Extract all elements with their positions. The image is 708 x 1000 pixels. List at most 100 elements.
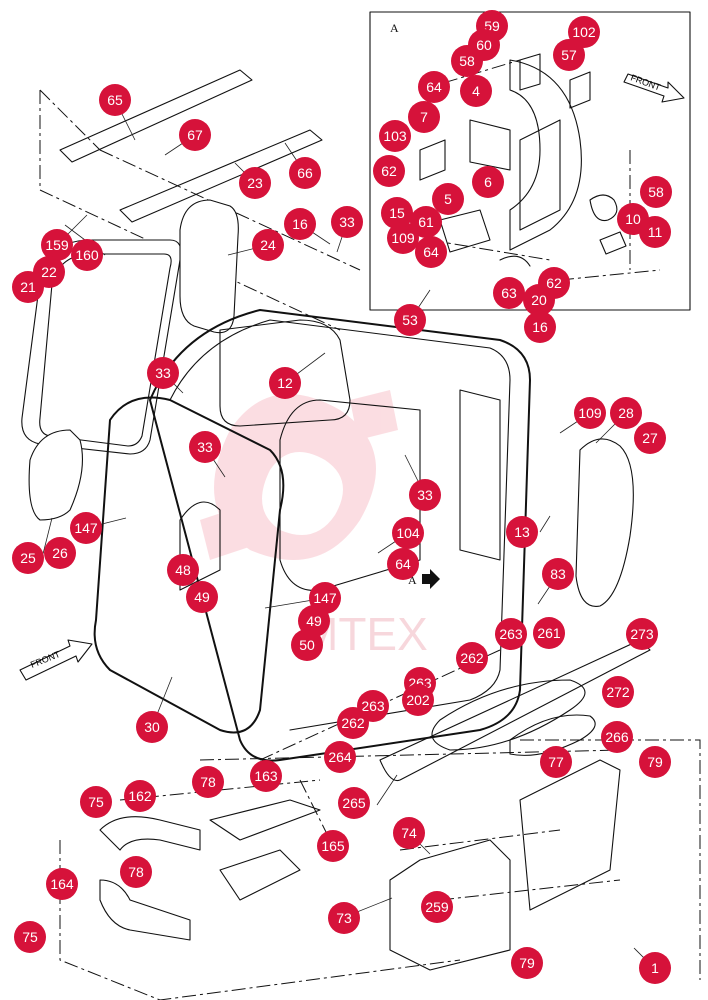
- callout-number: 263: [361, 698, 385, 714]
- callout-number: 264: [328, 749, 352, 765]
- callout-number: 162: [128, 788, 152, 804]
- callout-marker: [186, 581, 218, 613]
- callout-number: 147: [74, 520, 98, 536]
- door-glass-upper: [179, 199, 239, 334]
- callout-marker: [70, 512, 102, 544]
- callout-marker: [252, 229, 284, 261]
- callout-number: 272: [606, 684, 630, 700]
- callout-marker: [291, 629, 323, 661]
- callout-number: 15: [389, 205, 405, 221]
- callout-number: 65: [107, 92, 123, 108]
- callout-number: 62: [381, 163, 397, 179]
- callout-marker: [574, 397, 606, 429]
- callout-number: 109: [578, 405, 602, 421]
- callout-number: 263: [499, 626, 523, 642]
- callout-number: 163: [254, 768, 278, 784]
- callout-number: 265: [342, 795, 366, 811]
- callout-number: 259: [425, 899, 449, 915]
- callout-marker: [328, 902, 360, 934]
- callout-marker: [373, 155, 405, 187]
- callout-number: 22: [41, 264, 57, 280]
- callout-number: 147: [313, 590, 337, 606]
- callout-marker: [14, 921, 46, 953]
- callout-number: 202: [406, 692, 430, 708]
- callout-number: 10: [625, 211, 641, 227]
- callout-marker: [120, 856, 152, 888]
- callout-number: 73: [336, 910, 352, 926]
- callout-number: 261: [537, 625, 561, 641]
- callout-marker: [640, 176, 672, 208]
- detail-a-box: A: [369, 11, 691, 311]
- callout-marker: [124, 780, 156, 812]
- callout-marker: [410, 206, 442, 238]
- callout-number: 27: [642, 430, 658, 446]
- callout-number: 28: [618, 405, 634, 421]
- callout-marker: [523, 284, 555, 316]
- callout-marker: [409, 479, 441, 511]
- callout-marker: [511, 947, 543, 979]
- callout-marker: [80, 786, 112, 818]
- callout-marker: [179, 119, 211, 151]
- callout-marker: [136, 711, 168, 743]
- callout-number: 60: [476, 37, 492, 53]
- callout-marker: [331, 206, 363, 238]
- callout-marker: [408, 101, 440, 133]
- callout-number: 25: [20, 550, 36, 566]
- front-arrow-detail: FRONT: [623, 72, 685, 103]
- callout-number: 63: [501, 285, 517, 301]
- watermark-logo: [200, 390, 398, 560]
- callout-marker: [460, 75, 492, 107]
- callout-number: 33: [197, 439, 213, 455]
- callout-number: 74: [401, 825, 417, 841]
- callout-marker: [568, 16, 600, 48]
- callout-marker: [451, 45, 483, 77]
- callout-marker: [553, 39, 585, 71]
- callout-number: 48: [175, 562, 191, 578]
- callout-number: 262: [460, 650, 484, 666]
- callout-marker: [46, 868, 78, 900]
- roof-strips: [39, 69, 361, 331]
- callout-marker: [189, 431, 221, 463]
- callout-marker: [639, 746, 671, 778]
- detail-a-pointer-label: A: [408, 573, 417, 587]
- callout-number: 104: [396, 525, 420, 541]
- callout-number: 20: [531, 292, 547, 308]
- callout-number: 66: [297, 165, 313, 181]
- callout-marker: [298, 605, 330, 637]
- callout-marker: [626, 618, 658, 650]
- callout-number: 77: [548, 754, 564, 770]
- callout-marker: [392, 517, 424, 549]
- callout-number: 5: [444, 191, 452, 207]
- callout-number: 6: [484, 174, 492, 190]
- callout-marker: [402, 684, 434, 716]
- callout-number: 13: [514, 524, 530, 540]
- callout-marker: [379, 120, 411, 152]
- callout-number: 75: [88, 794, 104, 810]
- callout-marker: [421, 891, 453, 923]
- callout-marker: [324, 741, 356, 773]
- callout-number: 64: [426, 79, 442, 95]
- callout-number: 50: [299, 637, 315, 653]
- front-arrow-main: FRONT: [19, 639, 93, 681]
- callout-number: 23: [247, 175, 263, 191]
- callout-marker: [337, 707, 369, 739]
- callout-marker: [418, 71, 450, 103]
- side-panels: [389, 739, 701, 980]
- callout-number: 78: [128, 864, 144, 880]
- callout-number: 58: [459, 53, 475, 69]
- detail-a-label: A: [390, 21, 399, 35]
- callout-marker: [147, 357, 179, 389]
- callout-number: 103: [383, 128, 407, 144]
- callout-number: 79: [519, 955, 535, 971]
- callout-marker: [432, 183, 464, 215]
- callout-marker: [610, 397, 642, 429]
- callout-marker: [393, 817, 425, 849]
- callout-marker: [456, 642, 488, 674]
- callout-marker: [493, 277, 525, 309]
- callout-marker: [239, 167, 271, 199]
- callout-marker: [639, 952, 671, 984]
- callout-number: 78: [200, 774, 216, 790]
- callout-number: 49: [194, 589, 210, 605]
